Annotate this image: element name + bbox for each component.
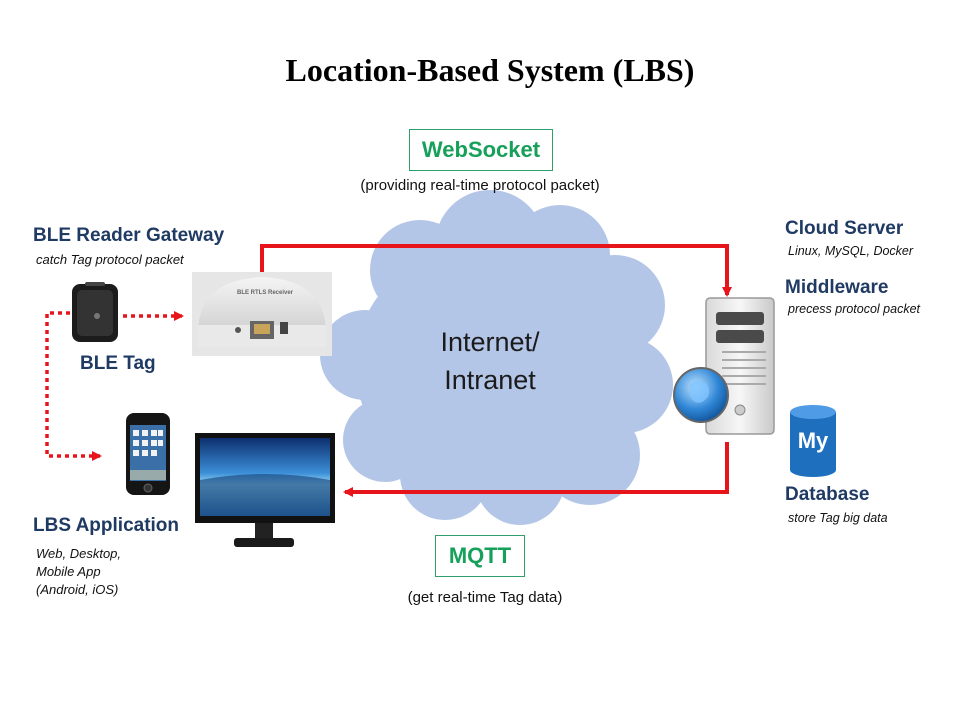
gateway-title: BLE Reader Gateway xyxy=(33,225,225,246)
cloud-server-icon xyxy=(673,297,775,435)
tag-to-phone-dotted-arrow xyxy=(45,311,102,461)
cloud-label-line1: Internet/ xyxy=(440,327,540,357)
diagram-title: Location-Based System (LBS) xyxy=(285,52,695,88)
ble-tag-icon xyxy=(72,282,118,342)
cloud-label-line2: Intranet xyxy=(444,365,536,395)
mqtt-caption: (get real-time Tag data) xyxy=(407,589,563,606)
websocket-caption: (providing real-time protocol packet) xyxy=(360,177,600,194)
ble-gateway-icon xyxy=(192,272,332,356)
database-title: Database xyxy=(785,484,870,505)
mysql-database-icon xyxy=(790,405,836,477)
mqtt-box: MQTT xyxy=(435,535,525,577)
websocket-box: WebSocket xyxy=(409,129,553,171)
database-subtitle: store Tag big data xyxy=(788,511,888,525)
cloud-server-title: Cloud Server xyxy=(785,218,904,239)
middleware-title: Middleware xyxy=(785,277,889,298)
gateway-device-label: BLE RTLS Receiver xyxy=(236,290,294,296)
lbs-app-title: LBS Application xyxy=(33,515,180,536)
ble-tag-title: BLE Tag xyxy=(80,353,156,374)
middleware-subtitle: precess protocol packet xyxy=(788,302,921,316)
desktop-monitor-icon xyxy=(195,433,335,547)
internet-cloud-shape xyxy=(320,190,673,525)
mysql-logo-text: My xyxy=(797,428,829,453)
lbs-app-line-2: Mobile App xyxy=(36,564,101,579)
smartphone-icon xyxy=(126,413,170,495)
gateway-to-server-arrow xyxy=(260,244,732,297)
gateway-subtitle: catch Tag protocol packet xyxy=(36,252,184,267)
lbs-app-line-1: Web, Desktop, xyxy=(36,546,122,561)
cloud-server-subtitle: Linux, MySQL, Docker xyxy=(788,244,914,258)
cloud-label: Internet/ Intranet xyxy=(400,323,580,399)
server-to-app-arrow xyxy=(343,442,729,497)
lbs-app-line-3: (Android, iOS) xyxy=(36,582,119,597)
